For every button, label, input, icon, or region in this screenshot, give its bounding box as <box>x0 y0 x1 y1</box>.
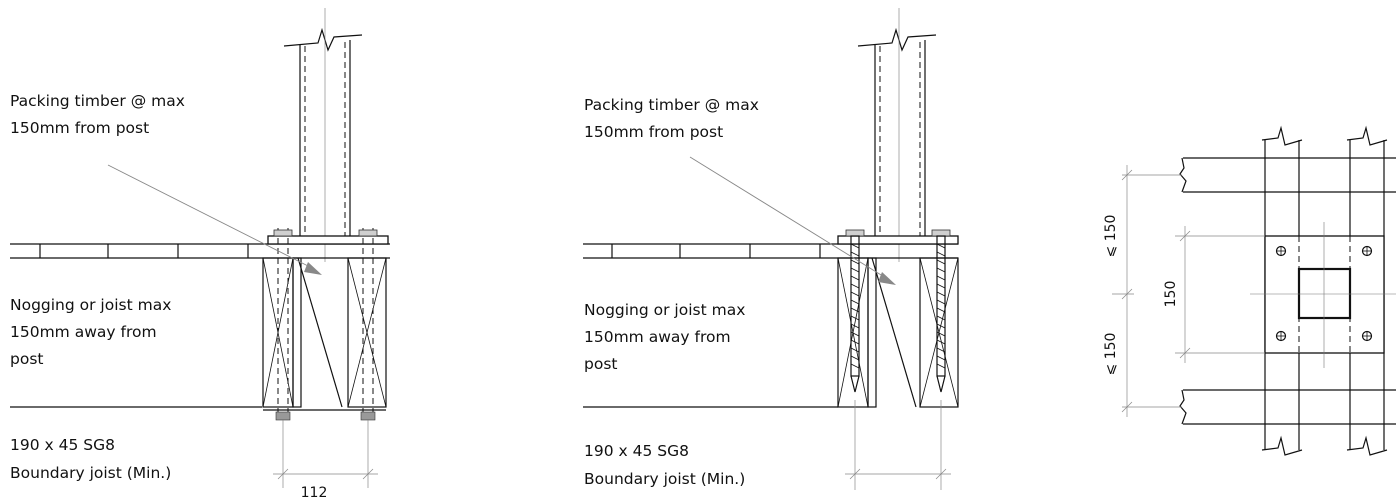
packing-timber <box>867 257 877 408</box>
screw-left <box>845 229 865 393</box>
plan-detail: ⩽ 150 150 ⩽ 150 <box>1103 125 1396 456</box>
joist-bottom <box>1179 389 1396 425</box>
middle-detail: Packing timber @ max 150mm from post Nog… <box>583 8 959 490</box>
left-detail: 112 Packing timber @ max 150mm from post… <box>10 8 390 501</box>
decking-boards <box>583 243 958 408</box>
post-section <box>1297 267 1352 320</box>
dim-bottom-max-150: ⩽ 150 <box>1103 333 1119 376</box>
screw-spacing-dimension <box>845 400 951 490</box>
base-plate <box>267 235 389 245</box>
boundary-joist-label: 190 x 45 SG8 Boundary joist (Min.) <box>10 436 171 482</box>
joist-top <box>1179 157 1396 193</box>
post <box>857 8 937 262</box>
nogging-label: Nogging or joist max 150mm away from pos… <box>584 301 750 373</box>
packing-timber-label: Packing timber @ max 150mm from post <box>10 92 190 137</box>
base-plate <box>837 235 959 245</box>
base-plate <box>1264 235 1385 354</box>
dim-plate-150: 150 <box>1163 281 1179 308</box>
packing-leader <box>689 156 896 285</box>
bolt-spacing-value: 112 <box>301 485 328 501</box>
packing-timber-label: Packing timber @ max 150mm from post <box>584 96 764 141</box>
post <box>283 8 363 262</box>
plan-dimensions <box>1112 165 1265 417</box>
bolt-left <box>273 228 293 421</box>
boundary-joist-label: 190 x 45 SG8 Boundary joist (Min.) <box>584 442 745 488</box>
boundary-joists <box>837 257 959 408</box>
packing-leader <box>107 164 322 275</box>
bolt-right <box>358 228 378 421</box>
packing-timber <box>292 257 302 408</box>
boundary-joists <box>262 257 387 411</box>
plate-bolts <box>1275 245 1373 342</box>
screw-right <box>931 229 951 393</box>
bolt-spacing-dimension: 112 <box>273 420 378 501</box>
dim-top-max-150: ⩽ 150 <box>1103 215 1119 258</box>
nogging-label: Nogging or joist max 150mm away from pos… <box>10 296 176 368</box>
